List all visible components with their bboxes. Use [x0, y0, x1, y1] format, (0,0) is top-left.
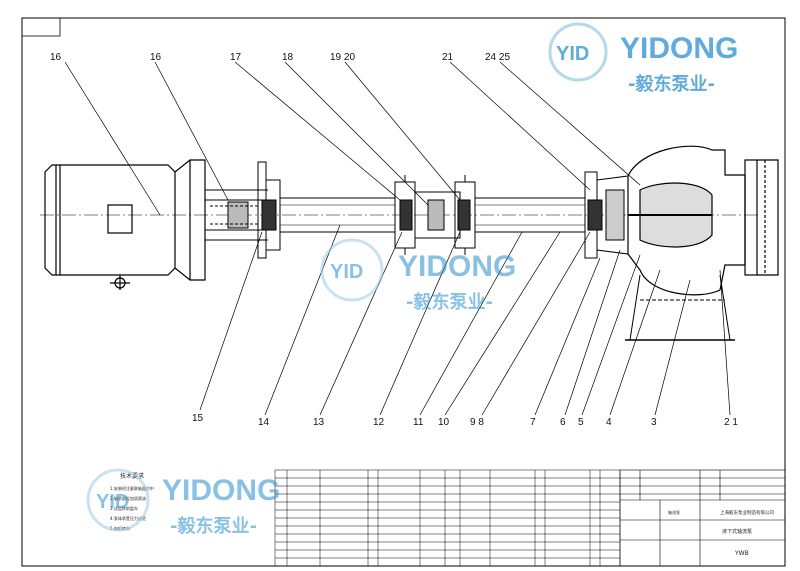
- callout-labels: 16 16 17 18 19 20 21 24 25 15 14 13 12 1…: [50, 52, 738, 428]
- watermark-brand: YIDONG: [620, 32, 738, 65]
- notes-line-5: 5.电机转向: [110, 525, 130, 531]
- callout-7: 7: [530, 417, 536, 428]
- motor: [44, 159, 206, 290]
- watermark-badge-3: YID: [96, 491, 129, 513]
- watermark-badge: YID: [556, 43, 589, 65]
- callout-11: 11: [413, 417, 424, 428]
- title-block-text: 轴流泵 上海毅东泵业制造有限公司 液下式轴流泵 YWB: [668, 509, 774, 557]
- watermark-brand-2: YIDONG: [398, 250, 516, 283]
- watermark-badge-2: YID: [330, 261, 363, 283]
- callout-6: 6: [560, 417, 566, 428]
- pump-base: [625, 274, 735, 341]
- lower-column: [475, 197, 585, 233]
- callout-21: 21: [442, 52, 454, 63]
- watermark-brand-cn-3: -毅东泵业-: [170, 515, 257, 537]
- notes-line-2: 2.轴承部位加润滑油: [110, 495, 146, 501]
- motor-bracket: [204, 189, 268, 241]
- callout-18: 18: [282, 52, 294, 63]
- drawing-code: YWB: [734, 550, 749, 557]
- notes-title: 技术要求: [120, 472, 144, 480]
- company-name: 上海毅东泵业制造有限公司: [720, 509, 774, 516]
- title-block: [619, 469, 786, 567]
- watermark-brand-cn-2: -毅东泵业-: [406, 291, 493, 313]
- middle-bearing: [394, 175, 476, 255]
- technical-notes: 技术要求 1.安装时注意联轴器对中 2.轴承部位加润滑油 3.试运转前盘车 4.…: [110, 472, 154, 531]
- watermark-brand-cn: -毅东泵业-: [628, 73, 715, 95]
- pump-casing: [627, 145, 779, 296]
- callout-4: 4: [606, 417, 612, 428]
- callout-24-25: 24 25: [485, 52, 510, 63]
- callout-10: 10: [438, 417, 450, 428]
- callout-14: 14: [258, 417, 270, 428]
- callout-13: 13: [313, 417, 325, 428]
- callout-16b: 16: [150, 52, 162, 63]
- notes-line-4: 4.泵体承受压力试验: [110, 515, 146, 521]
- callout-17: 17: [230, 52, 242, 63]
- callout-19-20: 19 20: [330, 52, 355, 63]
- callout-16a: 16: [50, 52, 62, 63]
- notes-line-3: 3.试运转前盘车: [110, 505, 138, 511]
- mounting-flange-left: [257, 161, 281, 259]
- watermark-brand-3: YIDONG: [162, 474, 280, 507]
- callout-5: 5: [578, 417, 584, 428]
- notes-line-1: 1.安装时注意联轴器对中: [110, 485, 154, 491]
- watermark-bottom: YID YIDONG -毅东泵业-: [86, 468, 280, 537]
- title-mark: 轴流泵: [668, 509, 680, 515]
- parts-list: [274, 469, 621, 567]
- leader-lines: [64, 61, 731, 416]
- watermark-top: YID YIDONG -毅东泵业-: [548, 22, 738, 95]
- callout-15: 15: [192, 413, 204, 424]
- callout-3: 3: [651, 417, 657, 428]
- callout-9-8: 9 8: [470, 417, 484, 428]
- drawing-name: 液下式轴流泵: [722, 528, 752, 535]
- callout-2-1: 2 1: [724, 417, 738, 428]
- watermark-center: YID YIDONG -毅东泵业-: [320, 238, 516, 313]
- bearing-housing: [584, 171, 629, 259]
- corner-box: [21, 17, 61, 37]
- callout-12: 12: [373, 417, 385, 428]
